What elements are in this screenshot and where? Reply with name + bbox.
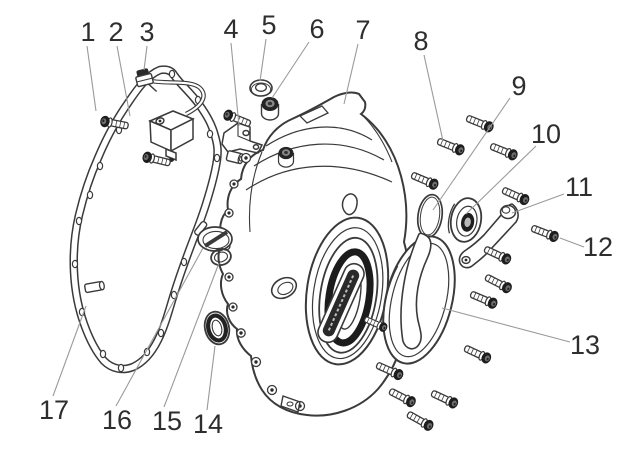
part-label-16: 16 — [102, 405, 132, 435]
leader-line-13 — [441, 307, 571, 343]
part-label-4: 4 — [223, 14, 238, 44]
part-label-6: 6 — [309, 14, 324, 44]
clutch-cover-plate — [382, 232, 456, 365]
part-label-5: 5 — [261, 10, 276, 40]
part-label-14: 14 — [193, 409, 223, 439]
bracket — [221, 122, 264, 154]
seal-ring — [203, 310, 231, 346]
part-label-15: 15 — [152, 406, 182, 436]
leader-line-2 — [116, 45, 131, 117]
oil-pressure-sensor — [148, 110, 195, 162]
part-label-3: 3 — [139, 17, 154, 47]
part-label-11: 11 — [565, 172, 593, 202]
oil-filler-cap — [194, 220, 233, 252]
leader-line-9 — [432, 97, 511, 211]
engine-cover — [217, 91, 411, 417]
o-ring-small — [210, 247, 232, 267]
leader-line-1 — [86, 45, 97, 112]
leader-line-14 — [206, 345, 216, 411]
leader-line-15 — [163, 262, 220, 408]
leader-line-17 — [52, 305, 87, 397]
cover-oval-opening — [270, 276, 298, 300]
leader-line-7 — [343, 43, 359, 105]
part-label-10: 10 — [531, 119, 561, 149]
rubber-grommet-cover — [277, 146, 295, 168]
cable-clip — [135, 68, 158, 92]
leader-line-5 — [259, 38, 267, 82]
leader-line-11 — [511, 193, 565, 214]
leader-line-16 — [115, 247, 204, 407]
lever — [458, 203, 519, 269]
part-label-2: 2 — [108, 17, 123, 47]
part-label-7: 7 — [355, 15, 370, 45]
leader-line-12 — [559, 237, 585, 248]
seal-disc — [447, 197, 483, 243]
part-label-13: 13 — [570, 330, 600, 360]
part-label-17: 17 — [39, 395, 69, 425]
part-label-12: 12 — [583, 232, 613, 262]
part-label-9: 9 — [511, 71, 526, 101]
washer — [249, 79, 273, 97]
part-label-1: 1 — [80, 17, 95, 47]
leader-line-4 — [230, 42, 240, 127]
leader-line-3 — [143, 45, 148, 71]
brand-badge — [317, 262, 365, 344]
leader-lines — [52, 38, 585, 411]
dowel-pin — [84, 280, 105, 294]
leader-line-8 — [423, 54, 444, 142]
leader-line-6 — [271, 41, 310, 99]
part-label-8: 8 — [413, 26, 428, 56]
gasket — [69, 65, 222, 374]
leader-line-10 — [465, 145, 537, 215]
rubber-grommet — [260, 96, 280, 121]
sensor-cable — [150, 78, 206, 116]
